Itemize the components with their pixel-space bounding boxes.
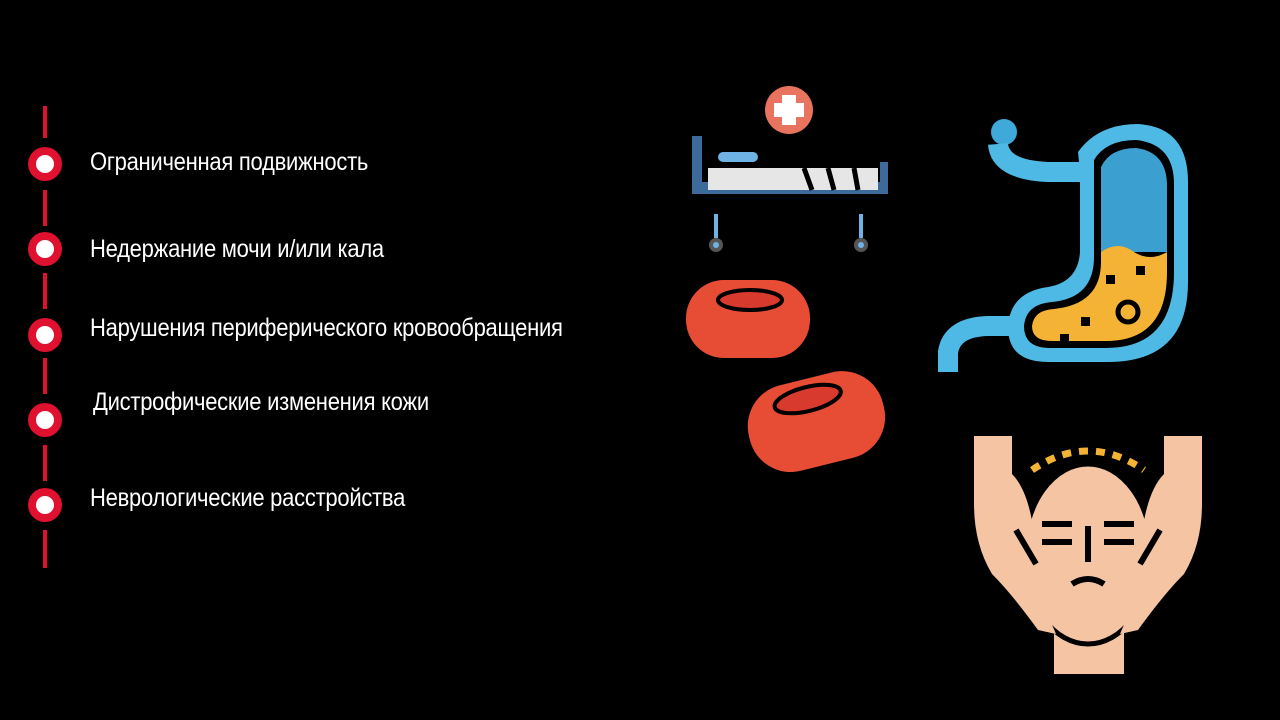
timeline-marker (28, 403, 62, 437)
list-item-label: Дистрофические изменения кожи (93, 388, 429, 416)
hospital-bed-icon (692, 86, 888, 252)
list-item-label: Неврологические расстройства (90, 484, 406, 512)
timeline-marker (28, 147, 62, 181)
list-item-label: Нарушения периферического кровообращения (90, 314, 563, 342)
timeline-line (43, 106, 47, 138)
timeline-line (43, 190, 47, 226)
timeline-marker (28, 488, 62, 522)
timeline-line (43, 445, 47, 481)
timeline-line (43, 273, 47, 309)
list-item-label: Ограниченная подвижность (90, 148, 369, 176)
timeline-line (43, 358, 47, 394)
list-item-label: Недержание мочи и/или кала (90, 235, 384, 263)
stomach-icon (938, 119, 1188, 372)
face-massage-icon (974, 436, 1202, 674)
timeline-line (43, 530, 47, 568)
timeline-marker (28, 318, 62, 352)
timeline-marker (28, 232, 62, 266)
red-blood-cells-icon (686, 280, 886, 473)
timeline-list: Ограниченная подвижность Недержание мочи… (28, 106, 563, 568)
